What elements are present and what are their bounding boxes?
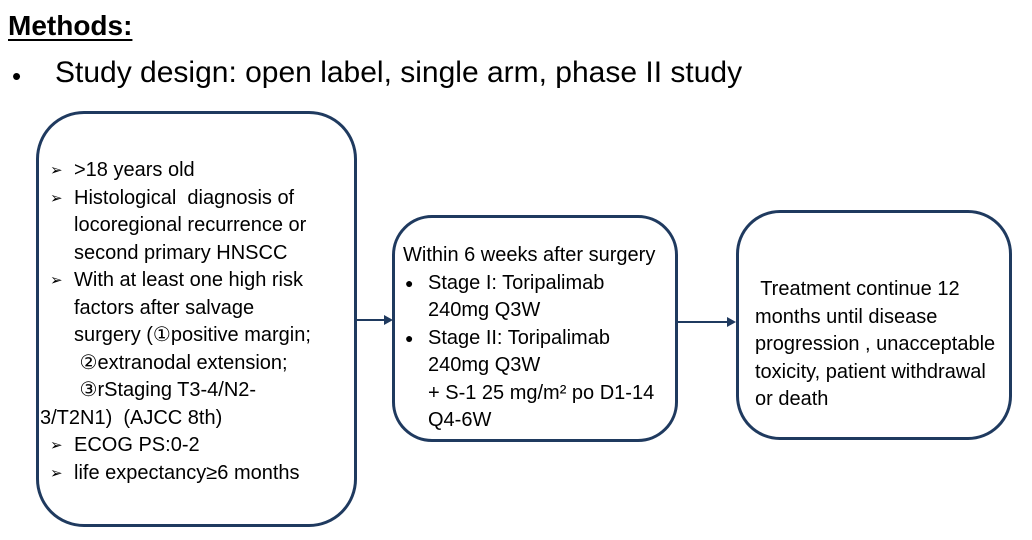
treatment-box-header: Within 6 weeks after surgery (403, 244, 656, 266)
eligibility-item: ➢ life expectancy≥6 months (50, 460, 346, 488)
flow-arrow-2 (678, 317, 736, 327)
treatment-item: ● Stage II: Toripalimab 240mg Q3W + S-1 … (403, 325, 669, 435)
followup-text: Treatment continue 12 months until disea… (755, 278, 996, 410)
eligibility-item-text: With at least one high risk factors afte… (74, 269, 311, 401)
eligibility-item: ➢ Histological diagnosis of locoregional… (50, 185, 346, 268)
eligibility-item: ➢ >18 years old (50, 157, 346, 185)
treatment-item-text: Stage II: Toripalimab 240mg Q3W + S-1 25… (428, 326, 655, 432)
eligibility-item-text: ECOG PS:0-2 (74, 434, 200, 456)
followup-box: Treatment continue 12 months until disea… (736, 210, 1012, 440)
eligibility-item-text: >18 years old (74, 159, 195, 181)
eligibility-item-continuation: 3/T2N1) (AJCC 8th) (40, 405, 346, 433)
eligibility-box: ➢ >18 years old ➢ Histological diagnosis… (36, 111, 357, 527)
eligibility-item-text: Histological diagnosis of locoregional r… (74, 186, 307, 264)
subtitle-bullet-item: • Study design: open label, single arm, … (12, 56, 742, 96)
eligibility-item-text: 3/T2N1) (AJCC 8th) (40, 406, 223, 429)
treatment-item-text: Stage I: Toripalimab 240mg Q3W (428, 271, 605, 322)
eligibility-item: ➢ ECOG PS:0-2 (50, 432, 346, 460)
bullet-dot-icon: • (12, 61, 22, 91)
dot-bullet-icon: ● (405, 274, 414, 291)
dot-bullet-icon: ● (405, 329, 414, 346)
arrow-bullet-icon: ➢ (50, 272, 63, 289)
flow-arrow-1 (357, 315, 393, 325)
eligibility-item-text: life expectancy≥6 months (74, 461, 300, 484)
page-title: Methods: (8, 10, 133, 41)
arrow-bullet-icon: ➢ (50, 189, 63, 207)
arrow-bullet-icon: ➢ (50, 437, 63, 454)
arrow-bullet-icon: ➢ (50, 464, 63, 482)
treatment-box: Within 6 weeks after surgery ● Stage I: … (392, 215, 678, 442)
subtitle-text: Study design: open label, single arm, ph… (55, 56, 743, 89)
eligibility-item: ➢ With at least one high risk factors af… (50, 267, 346, 405)
treatment-item: ● Stage I: Toripalimab 240mg Q3W (403, 270, 669, 325)
arrow-bullet-icon: ➢ (50, 162, 63, 179)
